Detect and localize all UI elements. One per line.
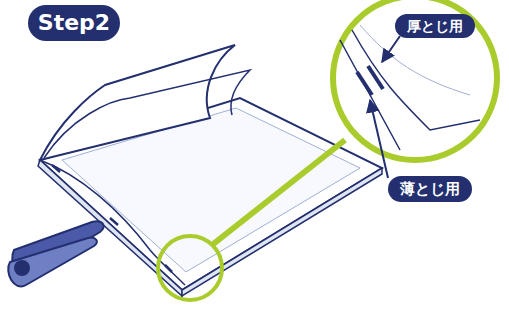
- label-pill: 薄とじ用: [388, 176, 472, 202]
- step-badge: Step2: [28, 5, 120, 41]
- label-pill: 厚とじ用: [395, 14, 475, 38]
- label-text: 厚とじ用: [407, 19, 463, 33]
- magnifier: [158, 0, 497, 300]
- leader-arrow: [370, 100, 388, 178]
- leader-arrow: [382, 36, 400, 62]
- stapler: [8, 221, 104, 286]
- label-text: 薄とじ用: [400, 182, 460, 197]
- step-title: Step2: [38, 12, 110, 34]
